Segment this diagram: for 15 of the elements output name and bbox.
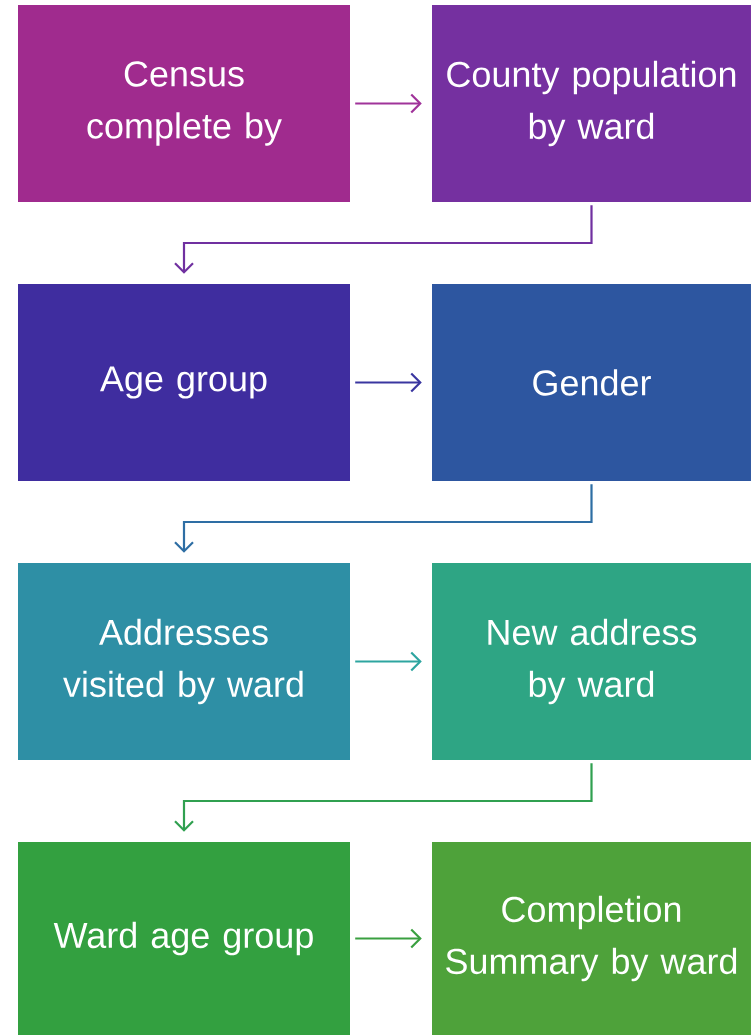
arrow: [174, 205, 593, 274]
arrow: [355, 651, 422, 672]
process-box: County population by ward: [432, 5, 751, 202]
arrow: [355, 928, 422, 949]
arrow: [355, 372, 422, 393]
arrow: [174, 484, 593, 553]
process-box: Addresses visited by ward: [18, 563, 350, 760]
process-box: Ward age group: [18, 842, 350, 1035]
process-box: Age group: [18, 284, 350, 481]
arrow: [174, 763, 593, 832]
process-box: Census complete by: [18, 5, 350, 202]
process-box: Completion Summary by ward: [432, 842, 751, 1035]
arrow: [355, 93, 422, 114]
process-box: Gender: [432, 284, 751, 481]
process-box: New address by ward: [432, 563, 751, 760]
